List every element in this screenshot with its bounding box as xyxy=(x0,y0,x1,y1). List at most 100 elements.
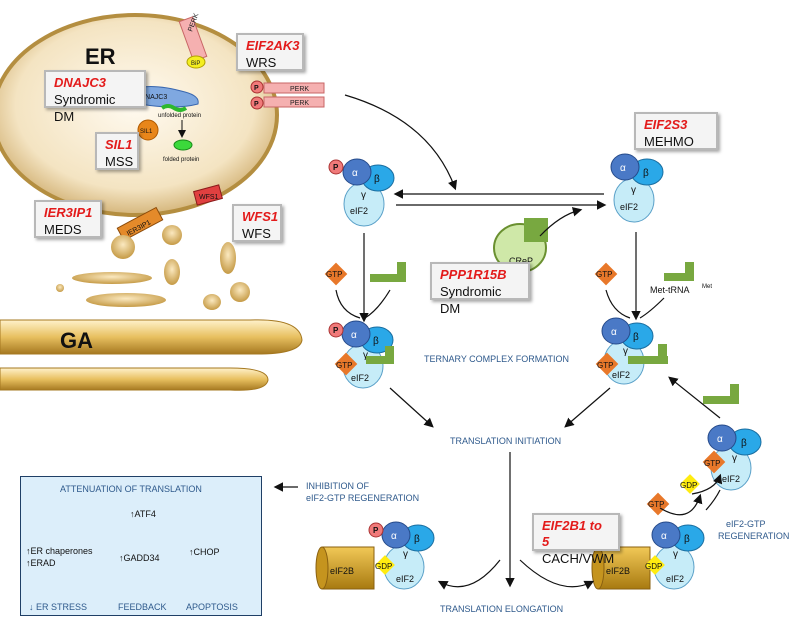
apoptosis-label: APOPTOSIS xyxy=(186,602,238,612)
perk-dimer-2 xyxy=(263,96,325,108)
svg-text:GDP: GDP xyxy=(375,562,392,571)
gadd34-label: ↑GADD34 xyxy=(119,553,160,563)
eif2-ternary-complex: α β γ GTP eIF2 xyxy=(595,317,668,385)
disease-name: WRS xyxy=(246,55,277,70)
perk-p-1: P xyxy=(254,85,259,92)
vesicle xyxy=(162,225,182,245)
vesicle xyxy=(220,242,236,274)
perk-p-2: P xyxy=(254,101,259,108)
vesicle xyxy=(111,235,135,259)
svg-text:γ: γ xyxy=(361,190,366,201)
svg-text:GTP: GTP xyxy=(597,361,613,370)
svg-text:β: β xyxy=(414,534,420,545)
crep-phosphatase: CReP xyxy=(493,218,548,273)
disease-box-wfs1: WFS1 WFS xyxy=(232,204,282,242)
svg-text:α: α xyxy=(661,531,667,542)
disease-name: WFS xyxy=(242,226,271,241)
met-trna-left xyxy=(370,262,406,282)
svg-text:GTP: GTP xyxy=(336,361,352,370)
gtp-free-left: GTP xyxy=(324,262,348,286)
golgi-cisterna-2 xyxy=(0,367,269,391)
svg-text:α: α xyxy=(717,434,723,445)
svg-text:β: β xyxy=(741,438,747,449)
er-chaperones-label: ↑ER chaperones xyxy=(26,546,93,556)
atf4-label: ↑ATF4 xyxy=(130,509,156,519)
unfolded-protein-label: unfolded protein xyxy=(158,113,201,119)
svg-text:β: β xyxy=(373,336,379,347)
svg-text:γ: γ xyxy=(623,346,628,357)
gene-name: PPP1R15B xyxy=(440,267,507,282)
er-label: ER xyxy=(85,44,116,69)
translation-initiation-label: TRANSLATION INITIATION xyxy=(450,436,562,446)
vesicle xyxy=(56,284,64,292)
svg-text:Met: Met xyxy=(702,284,712,290)
svg-text:eIF2: eIF2 xyxy=(620,202,638,212)
eif2b-bound-eif2: eIF2B α β γ GDP eIF2 xyxy=(591,521,705,590)
svg-text:α: α xyxy=(391,531,397,542)
gene-name: EIF2S3 xyxy=(644,117,688,132)
stress-response-panel: ATTENUATION OF TRANSLATION ↑ATF4 ↑ER cha… xyxy=(20,476,262,616)
unfolded-protein-shape xyxy=(160,104,188,112)
erad-label: ↑ERAD xyxy=(26,558,56,568)
disease-name: MEHMO xyxy=(644,134,694,149)
inhibition-label-line2: eIF2-GTP REGENERATION xyxy=(306,493,420,503)
svg-text:eIF2: eIF2 xyxy=(350,206,368,216)
wfs1-protein xyxy=(193,184,223,206)
inhibition-label-line1: INHIBITION OF xyxy=(306,481,369,491)
gene-name: IER3IP1 xyxy=(44,205,93,220)
svg-text:eIF2: eIF2 xyxy=(666,574,684,584)
eif2-complex-top-right: α β γ eIF2 xyxy=(610,153,664,223)
bip-top xyxy=(186,55,206,69)
chop-label: ↑CHOP xyxy=(189,547,220,557)
gtp-free-right: GTP xyxy=(594,262,618,286)
vesicle xyxy=(164,259,180,285)
gdp-regen-out: GDP xyxy=(680,474,700,494)
golgi-cisterna-1 xyxy=(0,319,303,355)
perk-dimer-1 xyxy=(263,82,325,94)
gene-name: SIL1 xyxy=(105,137,133,152)
vesicle xyxy=(86,293,166,307)
svg-text:eIF2: eIF2 xyxy=(722,474,740,484)
vesicle xyxy=(230,282,250,302)
disease-box-ppp1r15b: PPP1R15B Syndromic DM xyxy=(430,262,530,316)
svg-text:β: β xyxy=(684,534,690,545)
svg-text:eIF2B: eIF2B xyxy=(606,566,630,576)
svg-text:GDP: GDP xyxy=(680,481,697,490)
disease-name: Syndromic DM xyxy=(54,92,116,124)
regeneration-label-line2: REGENERATION xyxy=(718,531,790,541)
disease-box-dnajc3: DNAJC3 Syndromic DM xyxy=(44,70,146,124)
gene-name: EIF2B1 to 5 xyxy=(542,518,602,549)
dnajc3-label: DNAJC3 xyxy=(140,94,167,101)
wfs1-label: WFS1 xyxy=(199,194,219,201)
disease-box-ier3ip1: IER3IP1 MEDS xyxy=(34,200,102,238)
disease-name: MEDS xyxy=(44,222,82,237)
svg-text:P: P xyxy=(333,163,339,172)
folded-protein-shape xyxy=(173,139,193,151)
eif2-complex-phospho-top: P α β γ eIF2 xyxy=(328,158,395,227)
bip-label-top: BiP xyxy=(191,61,200,67)
svg-text:eIF2: eIF2 xyxy=(396,574,414,584)
met-trna-loose xyxy=(703,384,739,404)
svg-text:P: P xyxy=(373,526,379,535)
svg-text:β: β xyxy=(643,168,649,179)
vesicle xyxy=(72,272,152,284)
eif2-ternary-phospho: P α β γ GTP eIF2 xyxy=(328,320,394,389)
svg-text:α: α xyxy=(611,327,617,338)
svg-text:GDP: GDP xyxy=(645,562,662,571)
ga-label: GA xyxy=(60,328,93,353)
eif2-gtp-regenerated: α β γ GTP eIF2 xyxy=(702,424,762,491)
attenuation-label: ATTENUATION OF TRANSLATION xyxy=(60,484,202,494)
disease-box-sil1: SIL1 MSS xyxy=(95,132,139,170)
svg-text:CReP: CReP xyxy=(509,256,533,266)
svg-text:GTP: GTP xyxy=(704,459,720,468)
svg-text:eIF2: eIF2 xyxy=(612,370,630,380)
gene-name: DNAJC3 xyxy=(54,75,107,90)
er-stress-label: ↓ ER STRESS xyxy=(29,602,88,612)
met-trna-right: Met-tRNA Met xyxy=(650,262,712,295)
disease-name: CACH/VWM xyxy=(542,551,615,566)
feedback-label: FEEDBACK xyxy=(118,602,167,612)
gtp-regen-in: GTP xyxy=(646,492,670,516)
svg-text:β: β xyxy=(374,174,380,185)
disease-box-eif2s3: EIF2S3 MEHMO xyxy=(634,112,718,150)
